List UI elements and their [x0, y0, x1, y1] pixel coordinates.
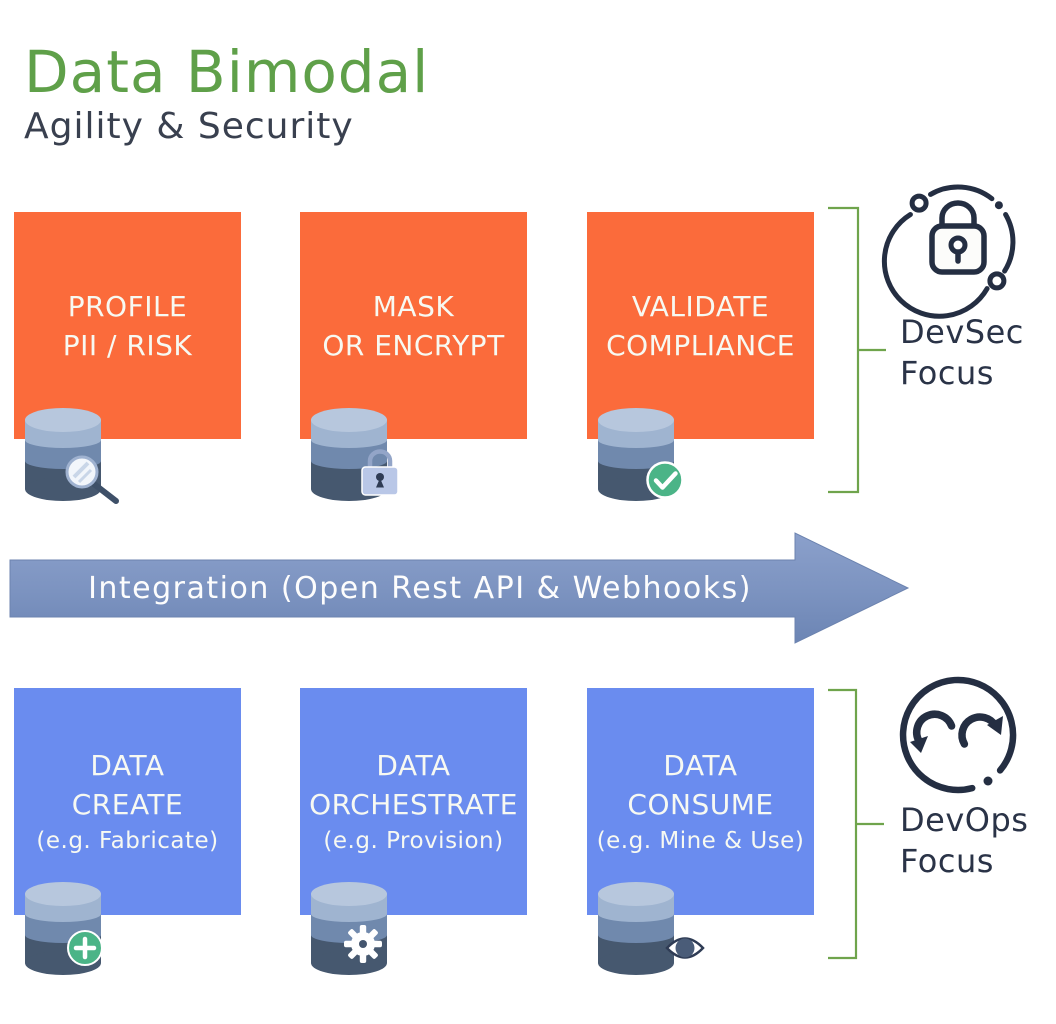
box-label: OR ENCRYPT	[322, 328, 505, 362]
box-data-create: DATA CREATE (e.g. Fabricate)	[14, 688, 241, 915]
box-label: MASK	[372, 289, 455, 323]
box-label: DATA	[90, 748, 165, 782]
padlock-badge	[361, 449, 399, 496]
box-label: VALIDATE	[631, 289, 770, 323]
database-checkmark-icon	[598, 408, 684, 501]
box-label: ORCHESTRATE	[309, 787, 518, 821]
magnifier-badge	[65, 455, 119, 504]
box-profile-pii-risk: PROFILE PII / RISK	[14, 212, 241, 439]
database-gear-icon	[311, 882, 387, 975]
box-sublabel: (e.g. Fabricate)	[36, 827, 219, 854]
box-validate-compliance: VALIDATE COMPLIANCE	[587, 212, 814, 439]
devsec-bracket	[828, 206, 886, 494]
integration-arrow-label: Integration (Open Rest API & Webhooks)	[88, 571, 752, 606]
box-sublabel: (e.g. Mine & Use)	[596, 827, 805, 854]
sync-arrows-glyph	[910, 710, 1003, 753]
box-sublabel: (e.g. Provision)	[323, 827, 504, 854]
devops-bracket	[828, 688, 884, 960]
box-data-consume: DATA CONSUME (e.g. Mine & Use)	[587, 688, 814, 915]
checkmark-badge	[646, 461, 684, 499]
devops-label-line2: Focus	[900, 842, 994, 880]
database-eye-icon	[598, 882, 705, 975]
integration-arrow	[9, 532, 910, 644]
box-label: CONSUME	[627, 787, 774, 821]
devops-label-line1: DevOps	[900, 801, 1029, 839]
box-label: DATA	[376, 748, 451, 782]
gear-badge	[344, 925, 382, 963]
database-cylinder	[598, 882, 674, 975]
eye-badge	[665, 937, 705, 959]
database-magnifier-icon	[25, 408, 119, 504]
box-label: PROFILE	[67, 289, 188, 323]
devsec-label-line1: DevSec	[900, 313, 1024, 351]
database-plus-icon	[25, 882, 103, 975]
page-subtitle: Agility & Security	[24, 106, 354, 147]
box-data-orchestrate: DATA ORCHESTRATE (e.g. Provision)	[300, 688, 527, 915]
devsec-focus-label: DevSec Focus	[900, 312, 1056, 394]
database-cylinder	[311, 882, 387, 975]
database-padlock-icon	[311, 408, 399, 501]
box-label: PII / RISK	[62, 328, 193, 362]
box-label: COMPLIANCE	[606, 328, 795, 362]
devsec-label-line2: Focus	[900, 354, 994, 392]
padlock-network-icon	[881, 184, 1016, 319]
padlock-glyph	[929, 200, 987, 275]
sync-infinity-icon	[899, 676, 1017, 794]
database-cylinder	[25, 408, 101, 501]
page-title: Data Bimodal	[24, 38, 430, 106]
devops-focus-label: DevOps Focus	[900, 800, 1056, 882]
plus-badge	[67, 930, 103, 966]
box-label: DATA	[663, 748, 738, 782]
box-mask-or-encrypt: MASK OR ENCRYPT	[300, 212, 527, 439]
box-label: CREATE	[71, 787, 184, 821]
